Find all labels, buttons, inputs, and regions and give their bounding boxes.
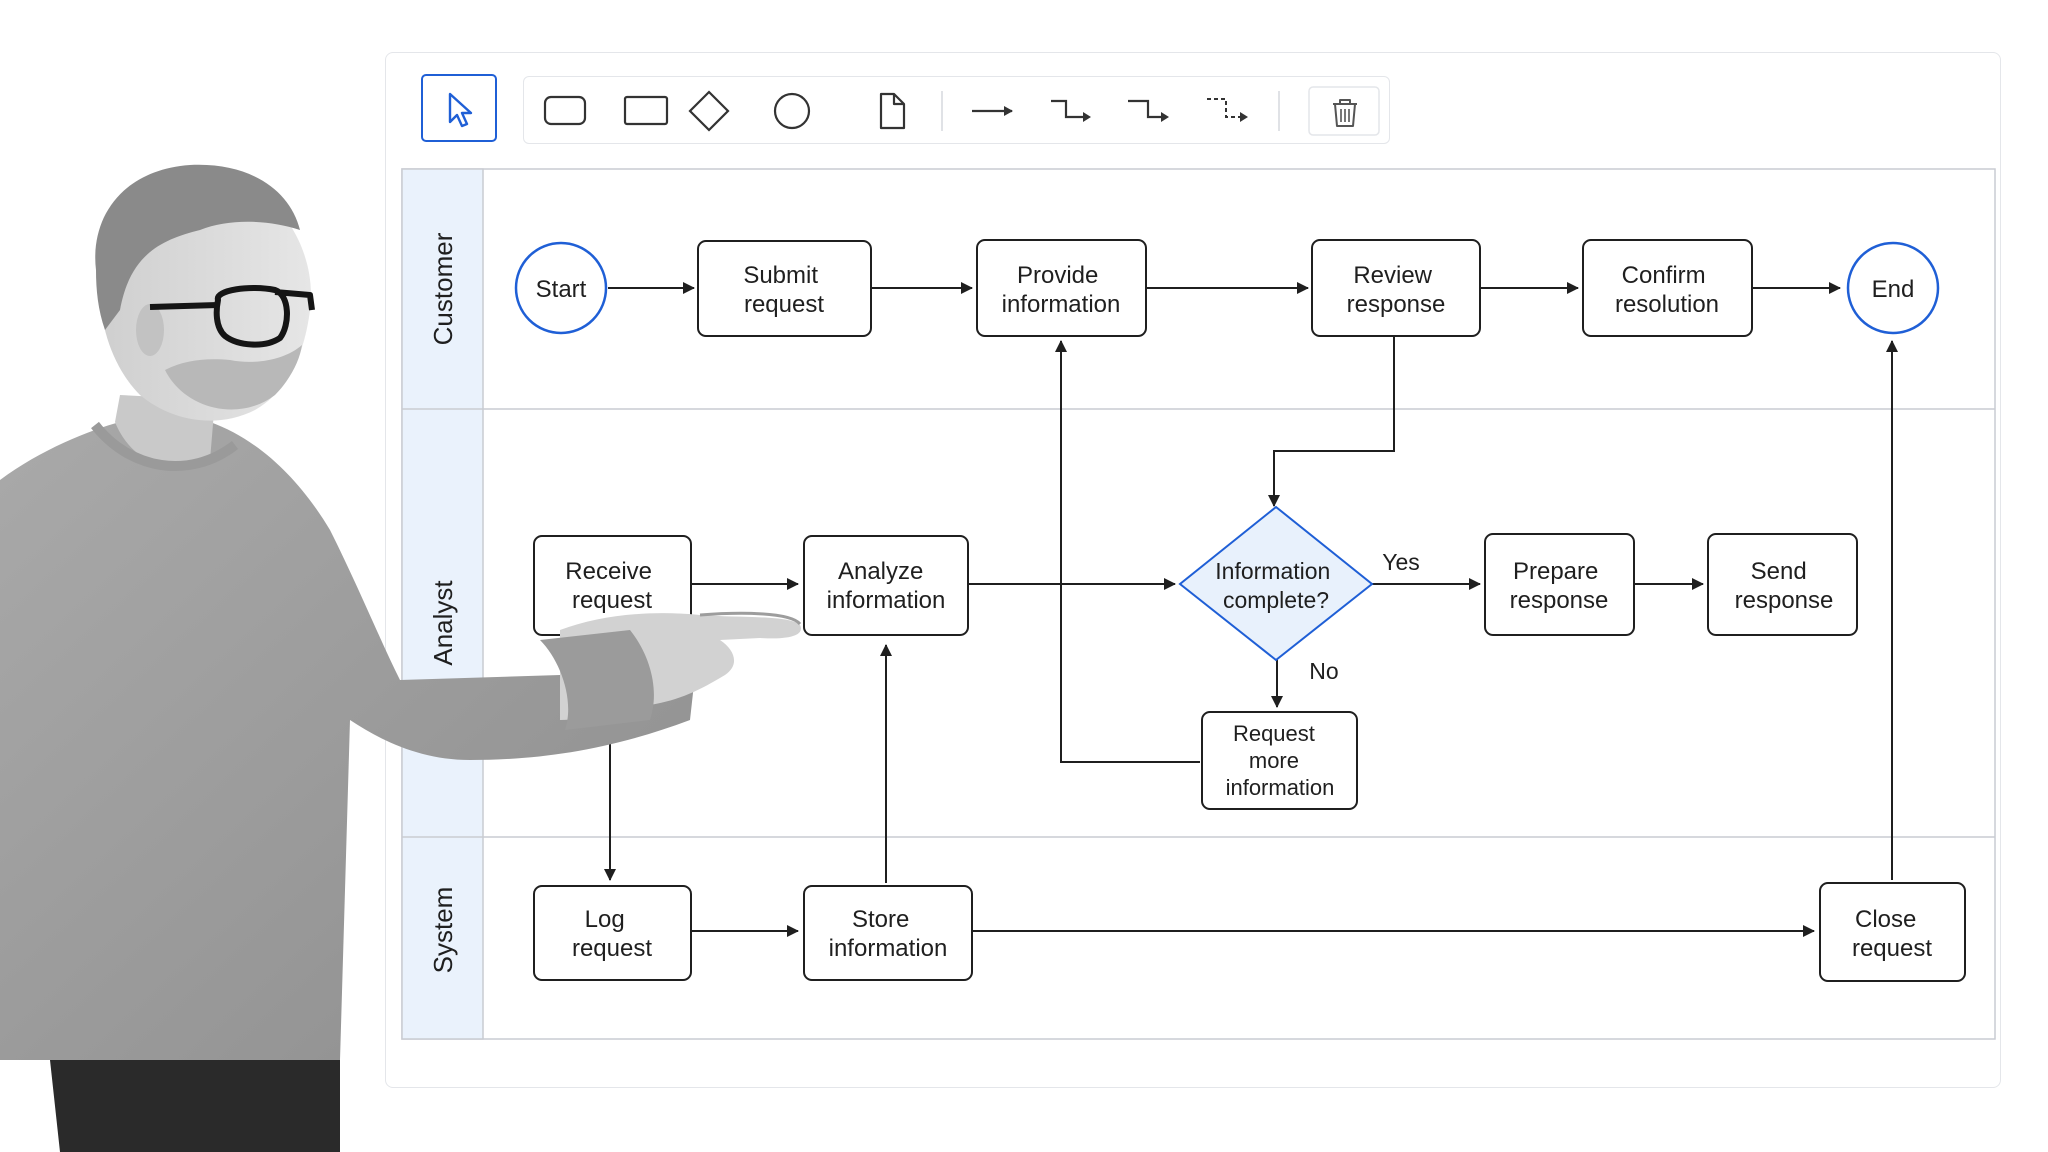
node-label-line: response [1510,587,1609,614]
node-end[interactable]: End [1846,241,1940,335]
node-label-line: Log [585,906,625,933]
connector [1055,340,1200,763]
svg-text:Store information: Store information [829,906,948,962]
node-label-line: information [1002,291,1121,318]
rounded-rectangle-icon [543,95,587,126]
node-label-line: Store [852,906,909,933]
lane-header-column [401,168,484,1040]
elbow-connector-tool[interactable] [1051,99,1091,122]
shape-toolbar [523,76,1390,144]
svg-text:Review response: Review response [1347,262,1446,318]
node-label-line: request [1852,935,1932,962]
diamond-tool[interactable] [688,90,730,132]
node-log-request[interactable]: Log request [533,885,692,981]
delete-tool[interactable] [1308,86,1380,136]
document-tool[interactable] [879,92,906,130]
lane-label-customer: Customer [428,232,458,345]
node-store-information[interactable]: Store information [803,885,973,981]
node-label-line: Prepare [1513,558,1598,585]
diamond-icon [688,90,730,132]
connector [1268,336,1395,507]
node-label-line: Analyze [838,558,923,585]
svg-text:Receive request: Receive request [565,558,658,614]
trash-icon [1333,99,1357,127]
node-confirm-resolution[interactable]: Confirm resolution [1582,239,1753,337]
node-label-line: Review [1353,262,1432,289]
node-label-line: response [1347,291,1446,318]
node-receive-request[interactable]: Receive request [533,535,692,636]
node-close-request[interactable]: Close request [1819,882,1966,982]
straight-connector-tool[interactable] [972,106,1013,116]
arrow-right-icon [972,106,1013,116]
svg-text:Confirm resolution: Confirm resolution [1615,262,1719,318]
node-label-line: request [572,587,652,614]
node-analyze-information[interactable]: Analyze information [803,535,969,636]
document-icon [879,92,906,130]
node-label-line: complete? [1223,587,1329,613]
node-label-line: Information [1215,558,1330,584]
svg-text:Send response: Send response [1735,558,1834,614]
svg-text:Information complete?: Information complete? [1215,558,1336,613]
cursor-arrow-icon [448,92,473,128]
step-connector-tool[interactable] [1128,99,1169,122]
select-tool-button[interactable] [421,74,497,142]
node-label-line: Receive [565,558,652,585]
svg-text:Request more infor: Request more information [1226,721,1335,800]
node-submit-request[interactable]: Submit request [697,240,872,337]
circle-icon [773,92,811,130]
node-label-line: request [572,935,652,962]
rounded-rectangle-tool[interactable] [543,95,587,126]
elbow-arrow-icon [1051,99,1091,122]
lane-label-system: System [428,887,458,974]
presenter-photo [0,164,802,1152]
step-arrow-icon [1128,99,1169,122]
node-label: End [1872,276,1915,303]
rectangle-tool[interactable] [623,95,669,126]
node-label-line: resolution [1615,291,1719,318]
node-label-line: response [1735,587,1834,614]
edge-label-yes: Yes [1382,549,1420,575]
node-review-response[interactable]: Review response [1311,239,1481,337]
node-label-line: Submit [743,262,818,289]
node-label-line: request [744,291,824,318]
node-label-line: more [1249,748,1299,773]
circle-tool[interactable] [773,92,811,130]
dashed-elbow-arrow-icon [1207,98,1248,122]
node-request-more-information[interactable]: Request more information [1201,711,1358,810]
edge-label-no: No [1309,658,1338,684]
node-send-response[interactable]: Send response [1707,533,1858,636]
node-label-line: Request [1233,721,1315,746]
lane-label-analyst: Analyst [428,580,458,666]
svg-text:Provide information: Provide information [1002,262,1121,318]
dashed-connector-tool[interactable] [1207,98,1248,122]
node-label-line: information [829,935,948,962]
node-start[interactable]: Start [514,241,608,335]
rectangle-icon [623,95,669,126]
svg-text:Prepare response: Prepare response [1510,558,1609,614]
svg-text:Analyze information: Analyze information [827,558,946,614]
svg-text:Log request: Log request [572,906,652,962]
node-prepare-response[interactable]: Prepare response [1484,533,1635,636]
node-label-line: information [1226,775,1335,800]
node-label-line: Close [1855,906,1916,933]
node-label: Start [536,276,587,303]
node-label-line: Send [1751,558,1807,585]
svg-text:Submit request: Submit request [743,262,824,318]
node-label-line: information [827,587,946,614]
connectors [604,282,1898,937]
svg-text:Close request: Close request [1852,906,1932,962]
node-provide-information[interactable]: Provide information [976,239,1147,337]
node-label-line: Confirm [1622,262,1706,289]
node-label-line: Provide [1017,262,1098,289]
node-information-complete-decision[interactable]: Information complete? [1178,505,1374,662]
